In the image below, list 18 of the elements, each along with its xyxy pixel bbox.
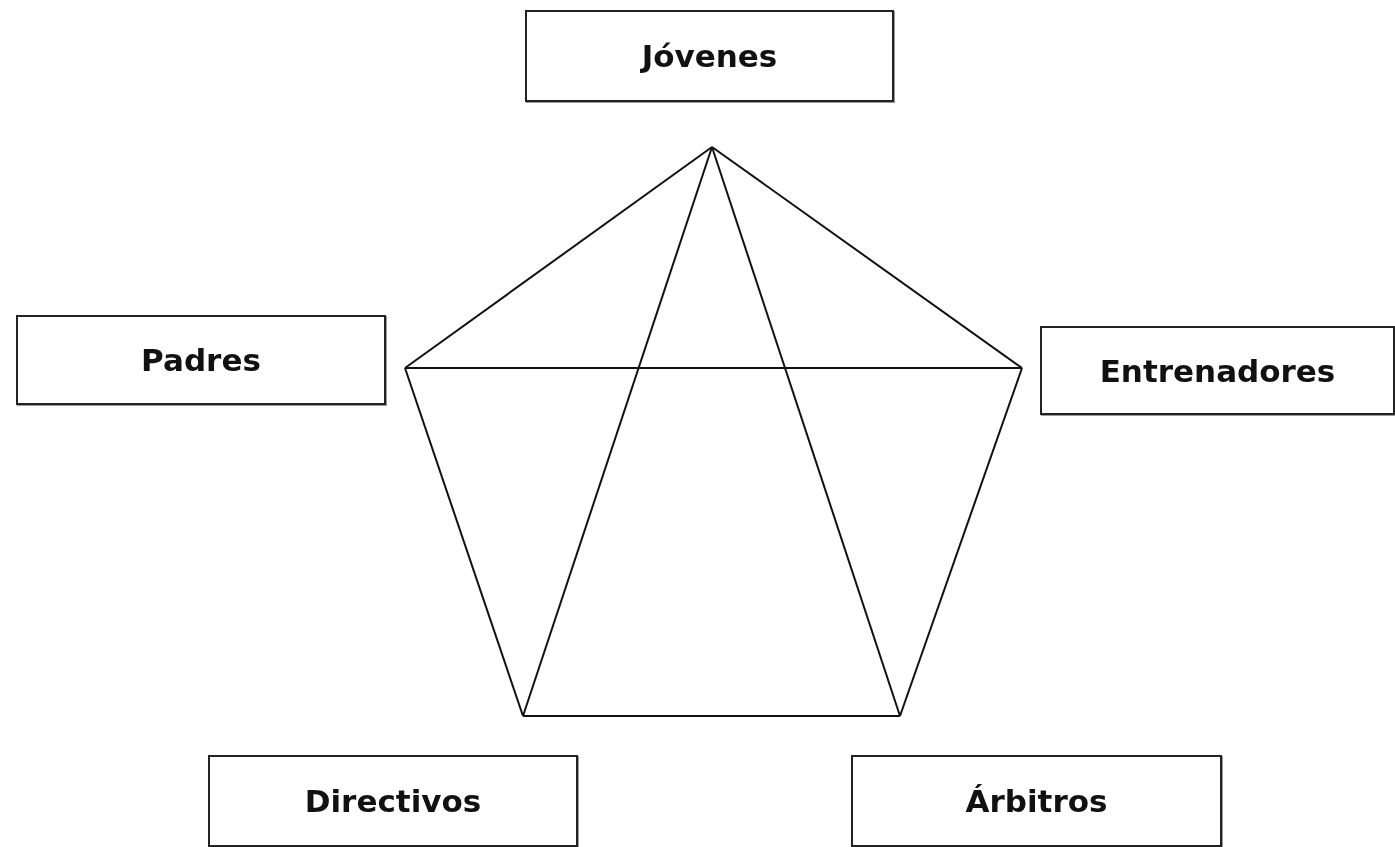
stakeholder-box xyxy=(16,315,386,405)
connector-line xyxy=(404,367,524,717)
box-label: Entrenadores xyxy=(1099,352,1336,389)
connector-line xyxy=(711,146,1023,369)
connector-line xyxy=(899,367,1023,717)
box-label: Padres xyxy=(141,342,261,378)
stakeholder-box xyxy=(851,755,1222,847)
stakeholder-box xyxy=(1040,326,1395,415)
box-label: Árbitros xyxy=(965,783,1108,819)
stakeholder-box xyxy=(208,755,578,847)
box-label: Directivos xyxy=(304,783,482,819)
connector-line xyxy=(404,367,1023,369)
connector-line xyxy=(522,715,901,717)
box-label: Jóvenes xyxy=(641,38,778,74)
stakeholder-box xyxy=(525,10,894,102)
connector-line xyxy=(404,146,713,369)
connector-line xyxy=(522,146,713,717)
connector-line xyxy=(711,146,901,717)
